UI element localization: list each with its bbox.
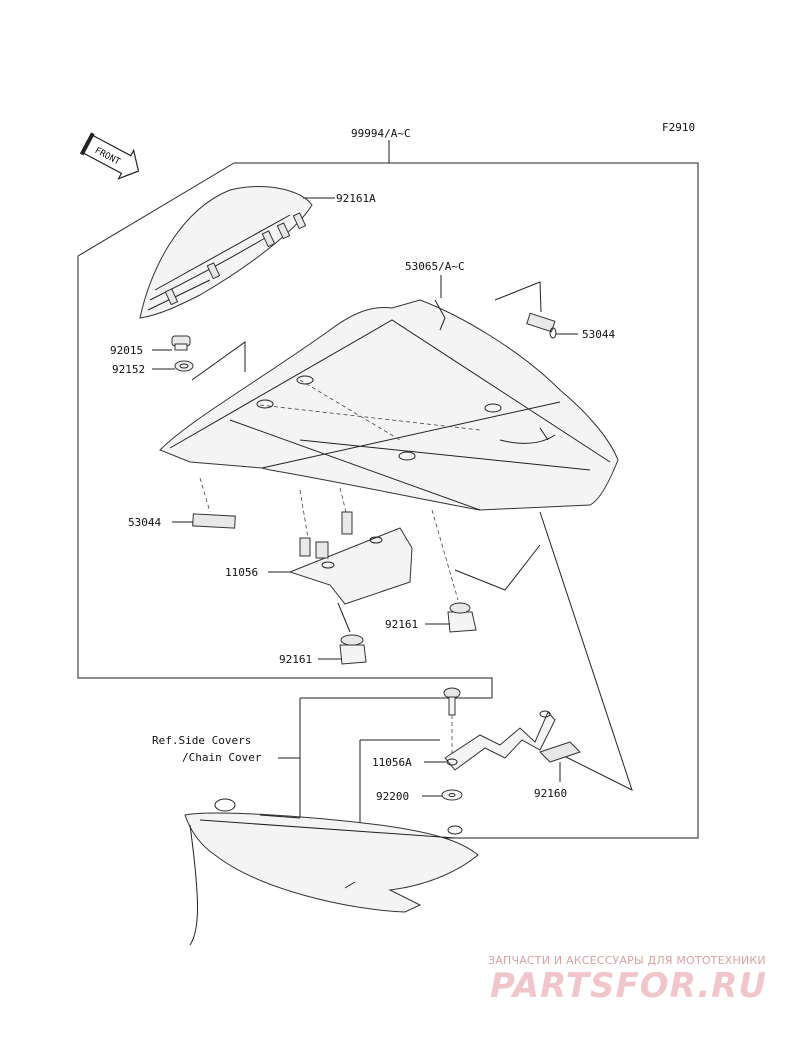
seat-cover-part xyxy=(159,299,619,511)
washer-label: 92200 xyxy=(376,790,409,803)
damper-right-label: 92161 xyxy=(385,618,418,631)
collar-part xyxy=(174,360,194,372)
clip-left-part xyxy=(192,513,236,529)
watermark-tagline: ЗАПЧАСТИ И АКСЕССУАРЫ ДЛЯ МОТОТЕХНИКИ xyxy=(488,954,766,967)
collar-label: 92152 xyxy=(112,363,145,376)
pad-label: 92160 xyxy=(534,787,567,800)
cowl-label: 92161A xyxy=(336,192,376,205)
reference-label-line1: Ref.Side Covers xyxy=(152,734,251,747)
damper-left-label: 92161 xyxy=(279,653,312,666)
bracket-part xyxy=(288,511,413,605)
watermark-logo: PARTSFOR.RU xyxy=(490,966,768,1006)
bracket-a-part xyxy=(444,710,556,771)
seat-cover-label: 53065/A~C xyxy=(405,260,465,273)
clip-right-label: 53044 xyxy=(582,328,615,341)
rear-cowl-part xyxy=(139,185,313,319)
assembly-label: 99994/A~C xyxy=(351,127,411,140)
reference-label-line2: /Chain Cover xyxy=(182,751,262,764)
pad-part xyxy=(539,741,581,763)
figure-code: F2910 xyxy=(662,121,695,134)
grommet-part xyxy=(171,335,191,351)
bracket-a-label: 11056A xyxy=(372,756,412,769)
front-arrow-icon: FRONT xyxy=(79,132,140,180)
clip-left-label: 53044 xyxy=(128,516,161,529)
assembly-frame-left xyxy=(77,162,493,698)
assembly-frame xyxy=(234,162,699,839)
grommet-label: 92015 xyxy=(110,344,143,357)
damper-left-part xyxy=(339,634,367,665)
damper-right-part xyxy=(447,602,477,633)
bolt-part xyxy=(443,687,461,716)
bracket-label: 11056 xyxy=(225,566,258,579)
clip-right-part xyxy=(526,312,557,339)
washer-part xyxy=(441,789,463,801)
side-cover-part xyxy=(184,798,479,946)
